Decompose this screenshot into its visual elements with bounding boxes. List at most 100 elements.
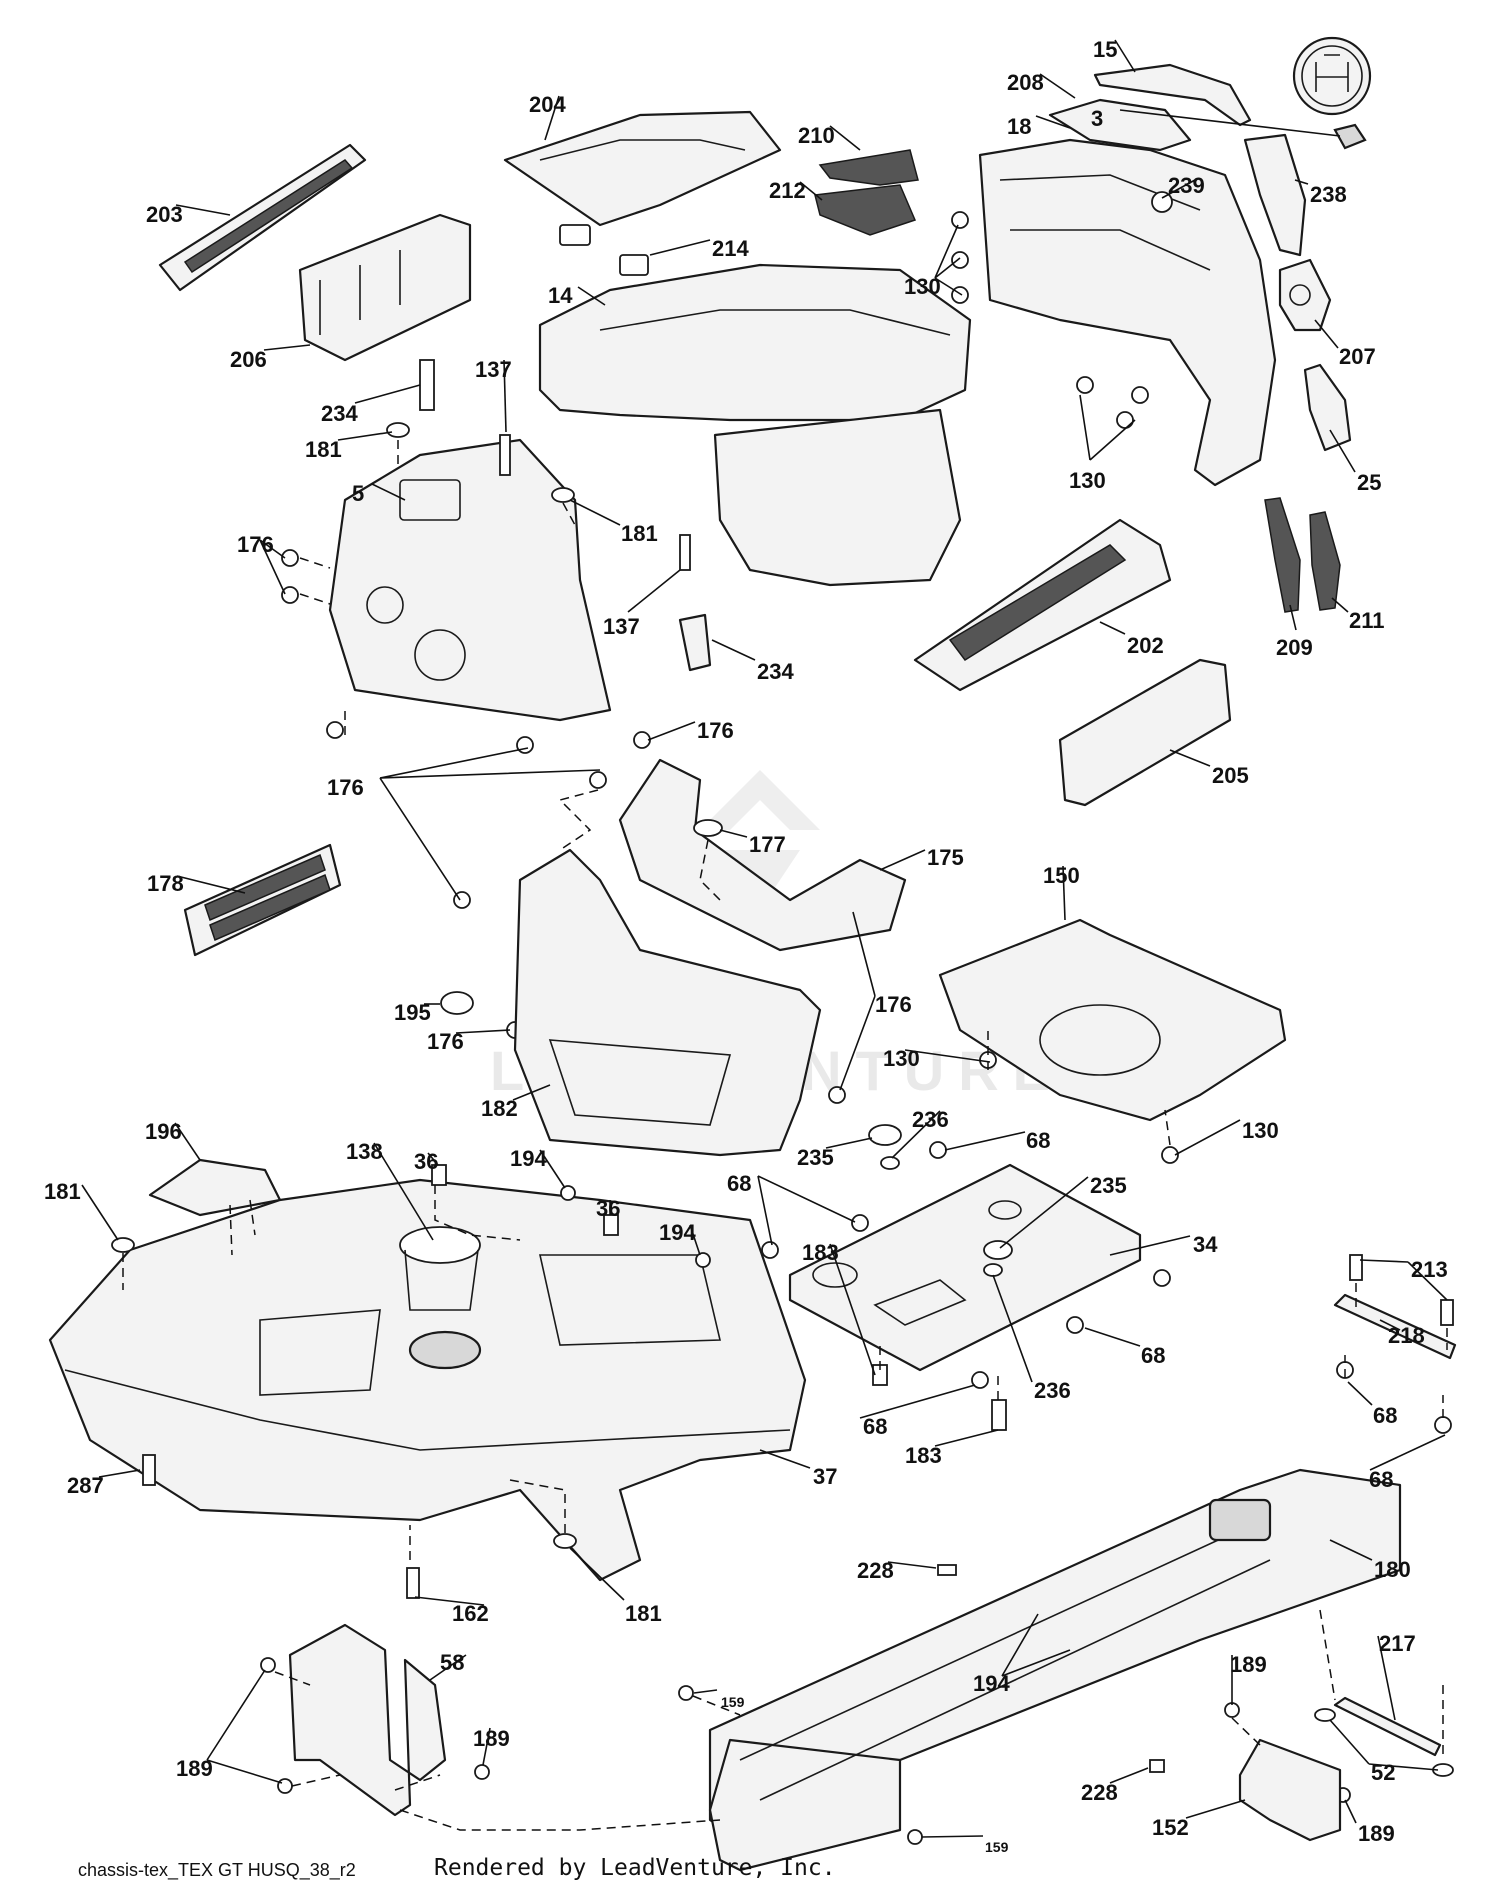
callout-5[interactable]: 5 (352, 481, 364, 506)
callout-130[interactable]: 130 (904, 274, 941, 299)
callout-181[interactable]: 181 (621, 521, 658, 546)
callout-130[interactable]: 130 (1242, 1118, 1279, 1143)
callout-189[interactable]: 189 (1230, 1652, 1267, 1677)
callout-137[interactable]: 137 (603, 614, 640, 639)
callout-176[interactable]: 176 (237, 532, 274, 557)
callout-208[interactable]: 208 (1007, 70, 1044, 95)
part-195-plug[interactable] (440, 991, 474, 1015)
part-204-hood-top[interactable] (503, 110, 782, 227)
callout-189[interactable]: 189 (473, 1726, 510, 1751)
part-182-lower-dash[interactable] (513, 848, 822, 1157)
callout-189[interactable]: 189 (176, 1756, 213, 1781)
callout-68[interactable]: 68 (1141, 1343, 1165, 1368)
part-211-side-mesh[interactable] (1309, 511, 1341, 611)
callout-228[interactable]: 228 (857, 1558, 894, 1583)
part-25-corner[interactable] (1303, 363, 1352, 452)
part-37-fender[interactable] (48, 1178, 807, 1582)
callout-159[interactable]: 159 (985, 1839, 1009, 1855)
callout-239[interactable]: 239 (1168, 173, 1205, 198)
part-207-headlight[interactable] (1278, 258, 1332, 332)
callout-238[interactable]: 238 (1310, 182, 1347, 207)
callout-217[interactable]: 217 (1379, 1631, 1416, 1656)
callout-68[interactable]: 68 (727, 1171, 751, 1196)
callout-137[interactable]: 137 (475, 357, 512, 382)
callout-180[interactable]: 180 (1374, 1557, 1411, 1582)
callout-183[interactable]: 183 (802, 1240, 839, 1265)
part-34-seat-plate[interactable] (788, 1163, 1142, 1372)
callout-211[interactable]: 211 (1349, 608, 1385, 633)
callout-209[interactable]: 209 (1276, 635, 1313, 660)
callout-235[interactable]: 235 (1090, 1173, 1127, 1198)
callout-176[interactable]: 176 (427, 1029, 464, 1054)
callout-3[interactable]: 3 (1091, 106, 1103, 131)
part-214-clips[interactable] (559, 224, 649, 276)
callout-138[interactable]: 138 (346, 1139, 383, 1164)
part-162-bolt[interactable] (406, 1567, 420, 1599)
callout-68[interactable]: 68 (863, 1414, 887, 1439)
callout-205[interactable]: 205 (1212, 763, 1249, 788)
part-18-front-frame[interactable] (978, 138, 1277, 487)
part-15-trim[interactable] (1093, 63, 1252, 127)
callout-287[interactable]: 287 (67, 1473, 104, 1498)
part-152-cover[interactable] (1238, 1738, 1342, 1842)
callout-235[interactable]: 235 (797, 1145, 834, 1170)
part-217-rod[interactable] (1333, 1696, 1442, 1757)
part-181-plugs[interactable] (386, 422, 575, 503)
part-228-bolts[interactable] (937, 1564, 1165, 1773)
part-205-lower-panel[interactable] (1058, 658, 1232, 807)
callout-176[interactable]: 176 (327, 775, 364, 800)
callout-202[interactable]: 202 (1127, 633, 1164, 658)
callout-210[interactable]: 210 (798, 123, 835, 148)
callout-194[interactable]: 194 (659, 1220, 696, 1245)
part-236-washers[interactable] (880, 1156, 1003, 1277)
callout-25[interactable]: 25 (1357, 470, 1381, 495)
callout-218[interactable]: 218 (1388, 1323, 1425, 1348)
part-239-washer[interactable] (1151, 191, 1173, 213)
callout-181[interactable]: 181 (625, 1601, 662, 1626)
part-218-strap[interactable] (1333, 1293, 1457, 1360)
part-3-badge[interactable] (1292, 36, 1372, 150)
callout-175[interactable]: 175 (927, 845, 964, 870)
part-5-dash-panel[interactable] (328, 438, 612, 722)
callout-58[interactable]: 58 (440, 1650, 464, 1675)
callout-236[interactable]: 236 (912, 1107, 949, 1132)
callout-196[interactable]: 196 (145, 1119, 182, 1144)
part-287-bolt[interactable] (142, 1454, 156, 1486)
callout-37[interactable]: 37 (813, 1464, 837, 1489)
callout-52[interactable]: 52 (1371, 1760, 1395, 1785)
callout-18[interactable]: 18 (1007, 114, 1031, 139)
part-238-side-trim[interactable] (1243, 133, 1307, 257)
callout-182[interactable]: 182 (481, 1096, 518, 1121)
callout-195[interactable]: 195 (394, 1000, 431, 1025)
part-202-lower-grille[interactable] (913, 518, 1172, 692)
part-130-screws-upper[interactable] (951, 211, 1149, 429)
part-177-grommet[interactable] (693, 819, 723, 837)
callout-14[interactable]: 14 (548, 283, 573, 308)
part-213-bolts[interactable] (1349, 1254, 1454, 1326)
part-235-spacers[interactable] (868, 1124, 1013, 1260)
callout-68[interactable]: 68 (1373, 1403, 1397, 1428)
callout-194[interactable]: 194 (510, 1146, 547, 1171)
part-203-grille[interactable] (158, 143, 367, 292)
part-234-plates[interactable] (419, 359, 712, 672)
part-206-bracket[interactable] (298, 213, 472, 362)
callout-15[interactable]: 15 (1093, 37, 1117, 62)
callout-177[interactable]: 177 (749, 832, 786, 857)
callout-130[interactable]: 130 (883, 1046, 920, 1071)
callout-176[interactable]: 176 (875, 992, 912, 1017)
callout-203[interactable]: 203 (146, 202, 183, 227)
callout-213[interactable]: 213 (1411, 1257, 1448, 1282)
callout-183[interactable]: 183 (905, 1443, 942, 1468)
part-36-bolts[interactable] (431, 1164, 619, 1236)
part-159-bolts[interactable] (678, 1685, 923, 1845)
callout-181[interactable]: 181 (305, 437, 342, 462)
part-14-hood[interactable] (538, 263, 972, 587)
callout-189[interactable]: 189 (1358, 1821, 1395, 1846)
part-150-tray[interactable] (938, 918, 1287, 1122)
callout-176[interactable]: 176 (697, 718, 734, 743)
part-209-side-mesh[interactable] (1264, 497, 1301, 613)
callout-181[interactable]: 181 (44, 1179, 81, 1204)
callout-178[interactable]: 178 (147, 871, 184, 896)
callout-162[interactable]: 162 (452, 1601, 489, 1626)
callout-206[interactable]: 206 (230, 347, 267, 372)
